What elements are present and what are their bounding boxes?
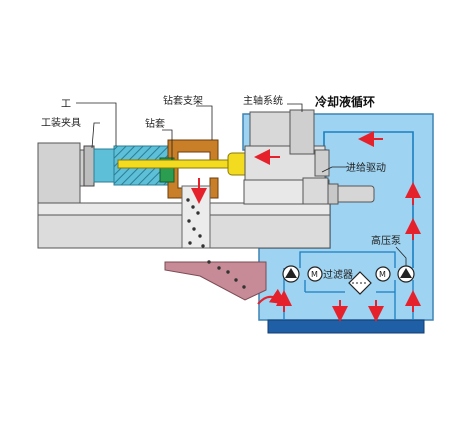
label-feed-drive: 进给驱动	[346, 161, 386, 174]
feed-drive-motor	[333, 185, 375, 203]
label-workpiece: 工	[61, 99, 71, 110]
coolant-supply-line	[299, 251, 396, 268]
headstock	[37, 142, 81, 204]
chip-chute	[181, 185, 211, 249]
filter-symbol	[348, 271, 372, 295]
label-coolant-loop: 冷却液循环	[315, 94, 375, 109]
label-bushing-holder: 钻套支架	[163, 94, 203, 107]
flow-arrows	[191, 131, 421, 322]
label-bushing: 钻套	[145, 117, 165, 130]
workpiece	[93, 148, 115, 183]
spindle-motor	[249, 111, 291, 147]
fixture-plate	[83, 145, 95, 187]
metal-chips	[186, 198, 246, 289]
label-filter: 过滤器	[323, 268, 353, 281]
chip-slope	[164, 261, 267, 301]
label-fixture: 工装夹具	[41, 116, 81, 129]
reservoir	[267, 319, 425, 334]
label-spindle-system: 主轴系统	[243, 94, 283, 107]
motor-label-right: M	[379, 270, 386, 279]
motor-label-left: M	[311, 270, 318, 279]
pump-left	[282, 265, 323, 283]
label-hp-pump: 高压泵	[371, 234, 401, 247]
pump-right	[375, 265, 415, 283]
